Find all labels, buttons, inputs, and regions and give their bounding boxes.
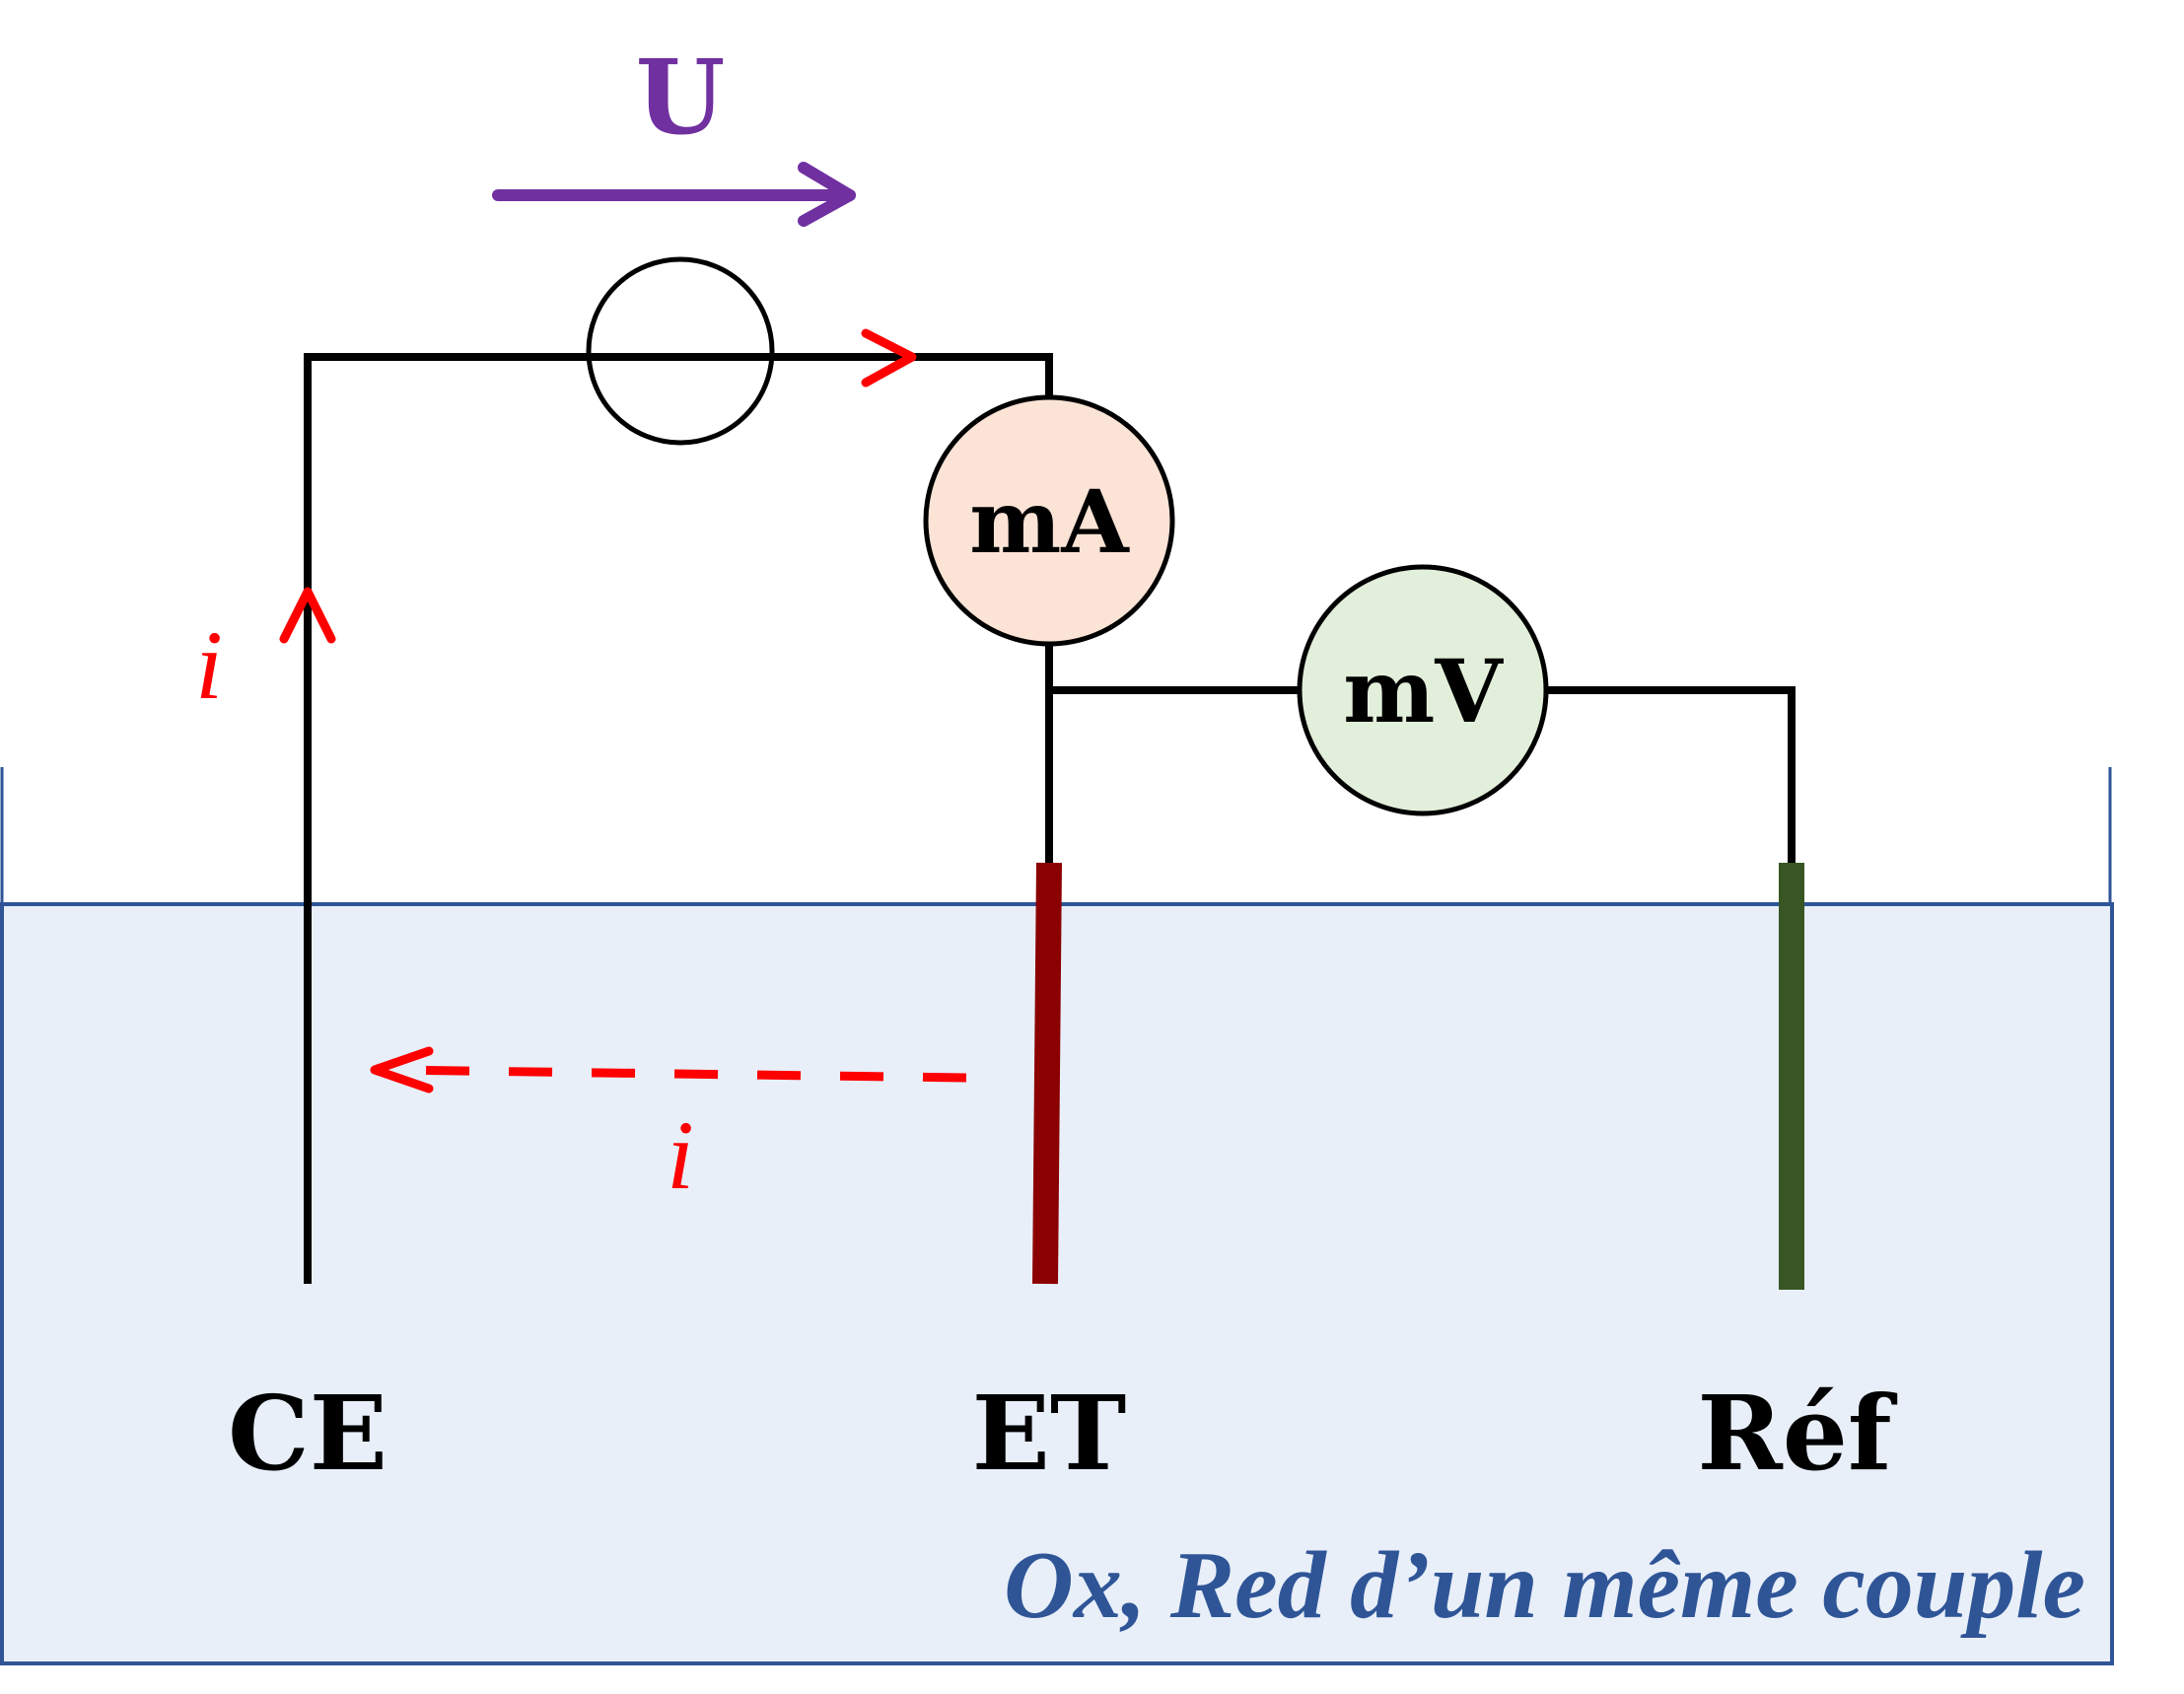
label-ref: Réf — [1697, 1373, 1898, 1494]
current-label-bottom: i — [667, 1100, 694, 1210]
label-et: ET — [972, 1373, 1127, 1494]
working-electrode — [1032, 862, 1062, 1285]
voltage-label: U — [636, 36, 726, 158]
ammeter: mA — [923, 394, 1175, 647]
circuit-wires — [304, 353, 1796, 1284]
generator-symbol — [586, 256, 775, 446]
wire-ce-to-et — [304, 353, 1053, 1284]
solution-label: Ox, Red d’un même couple — [1004, 1532, 2085, 1639]
ammeter-label: mA — [969, 470, 1130, 573]
current-label-top: i — [195, 610, 223, 720]
voltage-arrow — [492, 162, 856, 227]
voltmeter-label: mV — [1343, 640, 1504, 742]
voltmeter: mV — [1297, 564, 1549, 816]
wire-voltmeter-to-ref — [1547, 686, 1796, 863]
label-ce: CE — [228, 1373, 387, 1494]
ionic-current-dashed-line — [386, 1065, 967, 1083]
current-arrow-ce-wire — [279, 587, 336, 644]
ionic-current-arrowhead — [370, 1046, 434, 1094]
current-arrow-top-wire — [861, 328, 917, 388]
